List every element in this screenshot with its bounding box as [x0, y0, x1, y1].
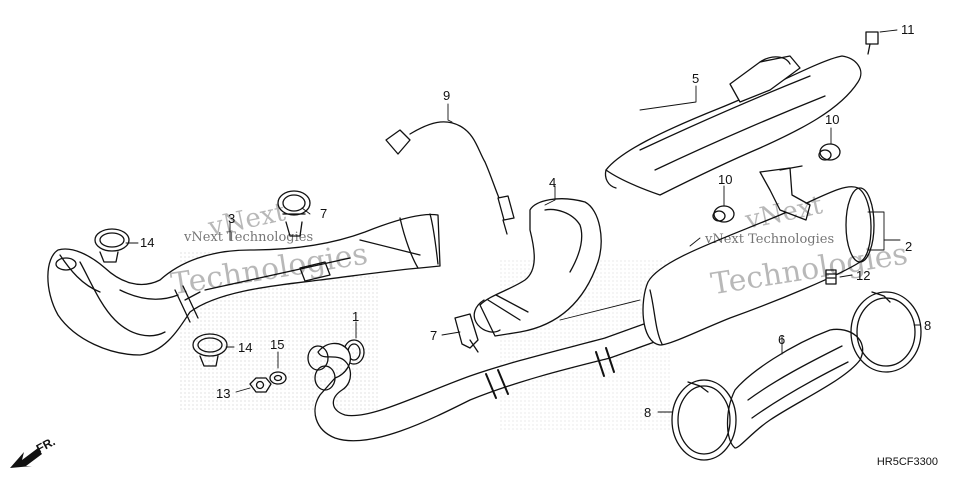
callout-7-lower: 7: [430, 328, 438, 343]
callout-12: 12: [856, 268, 871, 283]
callout-2: 2: [905, 239, 913, 254]
clamp-center: [454, 313, 479, 353]
nut-13: [249, 377, 272, 393]
callout-15: 15: [270, 337, 285, 352]
callout-13: 13: [216, 386, 231, 401]
leader-lines: [125, 29, 921, 413]
muffler: [642, 165, 875, 346]
oxygen-sensor: [385, 121, 515, 235]
callout-8-left: 8: [644, 405, 652, 420]
callout-5: 5: [692, 71, 700, 86]
heat-shield-muffler: [604, 55, 862, 196]
callout-4: 4: [549, 175, 557, 190]
callout-9: 9: [443, 88, 451, 103]
heat-shield-lower: [726, 328, 864, 449]
callout-7-upper: 7: [320, 206, 328, 221]
exhaust-pipe-main: [307, 319, 661, 442]
callout-1: 1: [352, 309, 360, 324]
callout-8-right: 8: [924, 318, 932, 333]
callout-14-lower: 14: [238, 340, 253, 355]
bolt-12: [825, 269, 837, 285]
front-exhaust-pipe: [47, 213, 441, 356]
callout-14-upper: 14: [140, 235, 155, 250]
clamp-14-upper: [94, 228, 130, 263]
diagram-code: HR5CF3300: [876, 456, 938, 468]
callout-6: 6: [778, 332, 786, 347]
clamp-upper-left: [277, 190, 311, 237]
clamp-8-left: [671, 379, 737, 461]
callout-11: 11: [901, 22, 915, 37]
washer-15: [269, 371, 287, 385]
callout-3: 3: [228, 211, 236, 226]
grommet-10-upper: [818, 143, 841, 161]
front-direction-arrow-icon: [10, 448, 42, 468]
heat-shield-middle: [473, 198, 602, 337]
callout-10-upper: 10: [825, 112, 840, 127]
clamp-14-lower: [192, 333, 228, 367]
callout-10-lower: 10: [718, 172, 733, 187]
grommet-10-lower: [712, 205, 735, 223]
bolt-11: [865, 31, 879, 55]
clamp-8-right: [850, 291, 922, 373]
